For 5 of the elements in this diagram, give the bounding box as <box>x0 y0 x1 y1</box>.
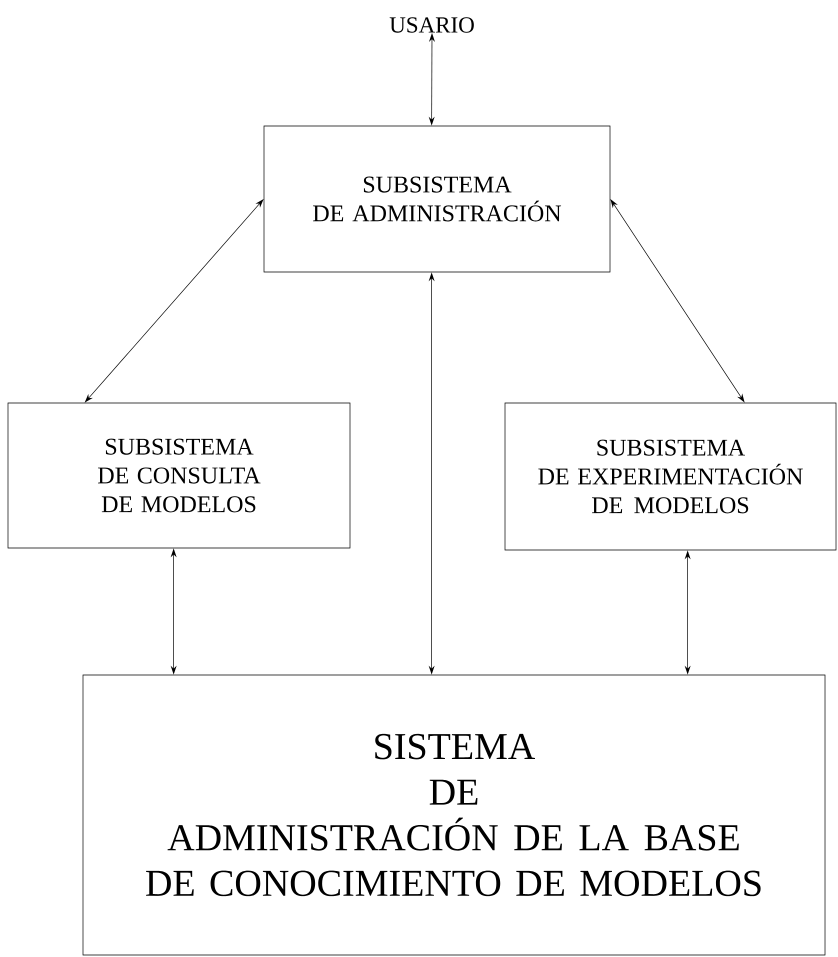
system-box: SISTEMA DE ADMINISTRACIÓN DE LA BASE DE CONOCIMIENTO DE MODELOS <box>82 674 826 956</box>
subsystem-box: SUBSISTEMA DE ADMINISTRACIÓN <box>264 126 610 272</box>
subsystem-box: SUBSISTEMA DE EXPERIMENTACIÓN DE MODELOS <box>504 402 836 550</box>
subsystem-box: SUBSISTEMA DE CONSULTA DE MODELOS <box>8 402 350 548</box>
user-label: USARIO <box>390 17 474 33</box>
